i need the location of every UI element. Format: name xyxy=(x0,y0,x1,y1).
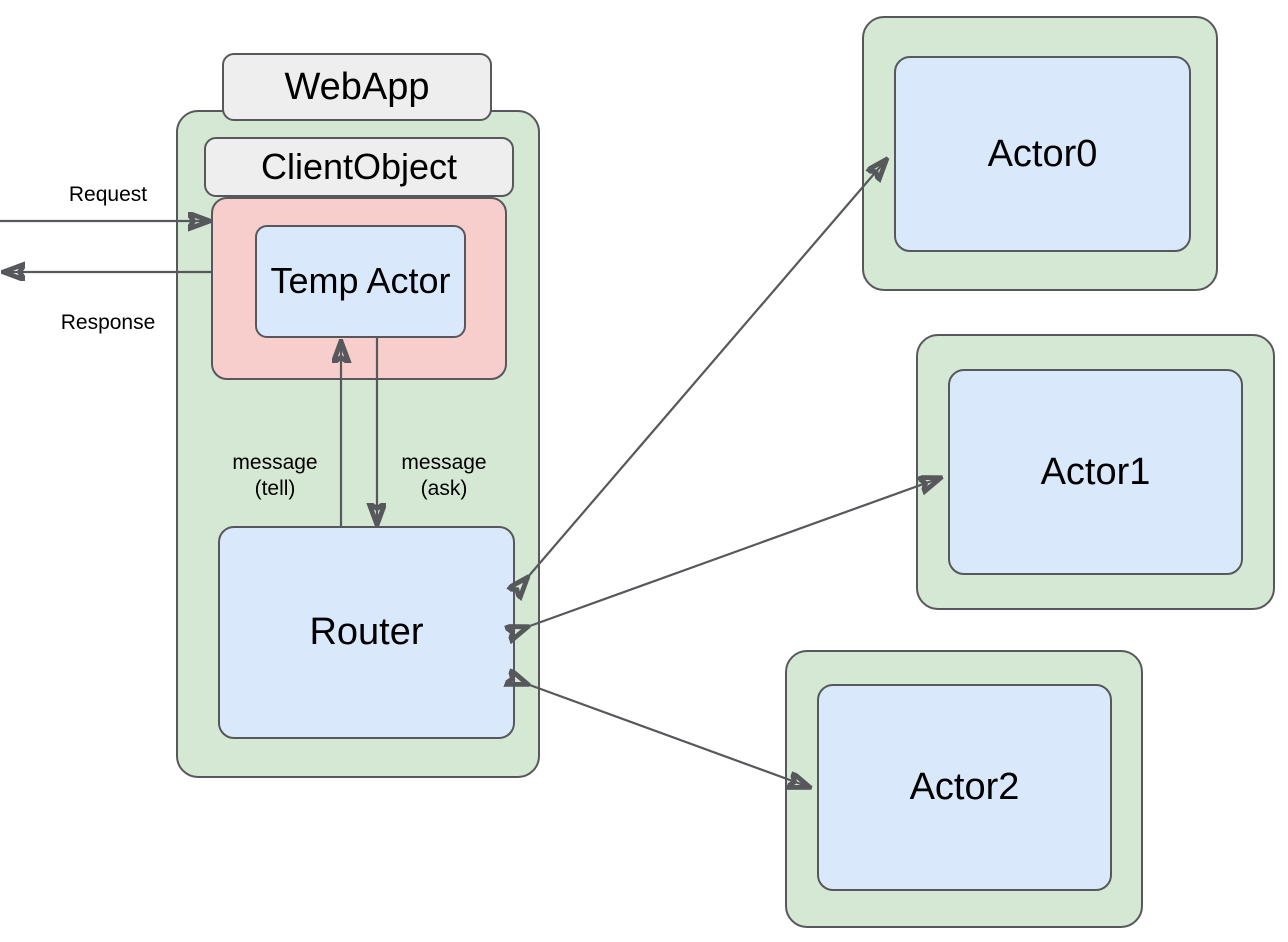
actor1-box[interactable]: Actor1 xyxy=(948,369,1243,575)
webapp-label: WebApp xyxy=(284,65,430,108)
router-actor1-edge xyxy=(527,478,940,627)
webapp-box[interactable]: WebApp xyxy=(222,53,492,121)
router-actor0-edge xyxy=(527,160,886,578)
temp-actor-label: Temp Actor xyxy=(270,260,451,302)
actor1-label: Actor1 xyxy=(1040,450,1151,493)
router-box[interactable]: Router xyxy=(218,526,515,739)
client-object-box[interactable]: ClientObject xyxy=(204,137,514,197)
router-label: Router xyxy=(309,611,424,654)
actor0-box[interactable]: Actor0 xyxy=(894,56,1191,252)
actor2-label: Actor2 xyxy=(909,766,1020,809)
router-actor2-edge xyxy=(527,684,809,787)
actor0-label: Actor0 xyxy=(987,132,1098,175)
actor2-box[interactable]: Actor2 xyxy=(817,684,1112,891)
temp-actor-box[interactable]: Temp Actor xyxy=(255,225,466,338)
client-object-label: ClientObject xyxy=(260,145,458,187)
